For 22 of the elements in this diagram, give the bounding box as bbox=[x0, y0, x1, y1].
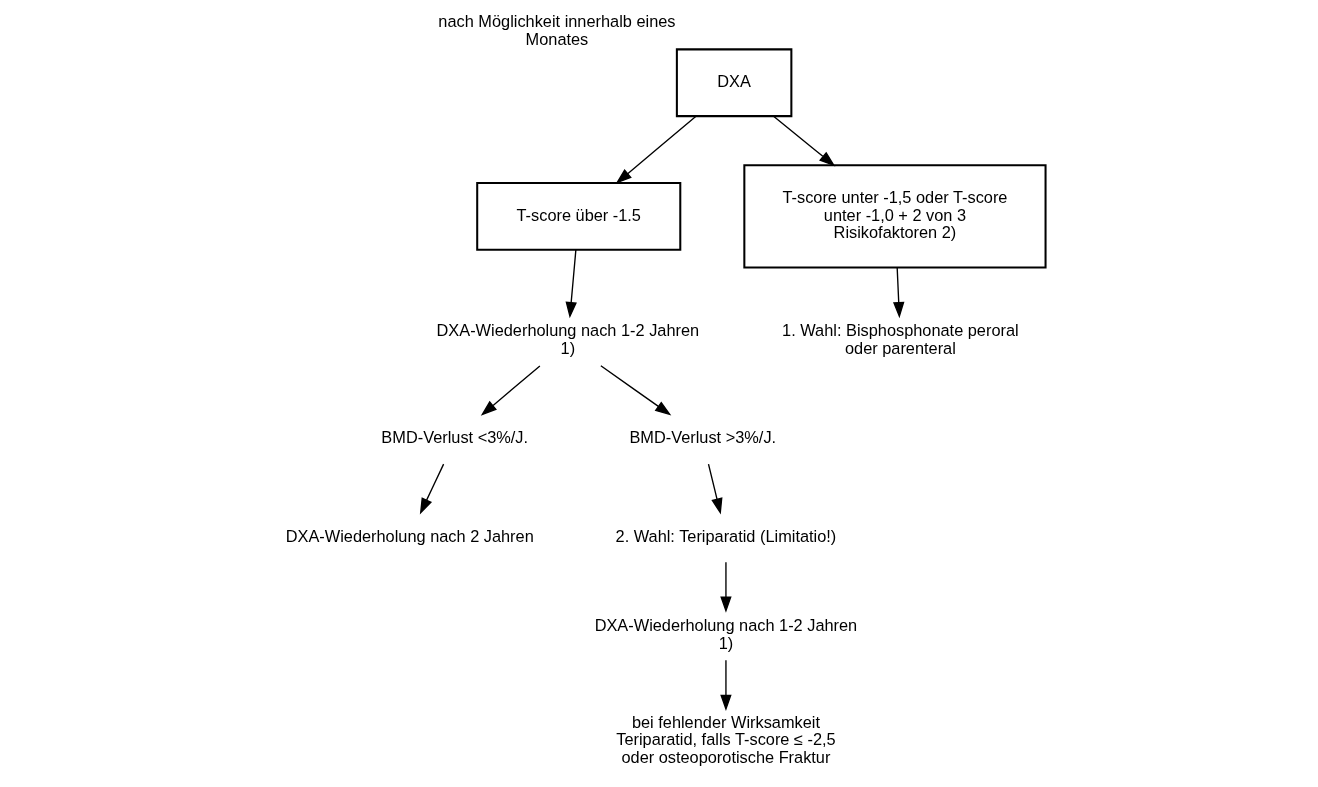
node-text: BMD-Verlust >3%/J. bbox=[628, 428, 776, 447]
arrow bbox=[615, 115, 696, 184]
arrow bbox=[480, 365, 541, 416]
node-text: BMD-Verlust <3%/J. bbox=[380, 428, 528, 447]
node-box: T-score unter -1,5 oder T-score unter -1,0 + 2 von 3 Risikofaktoren 2) bbox=[742, 164, 1047, 269]
node-text: DXA-Wiederholung nach 1-2 Jahren 1) bbox=[436, 321, 699, 358]
arrow bbox=[719, 659, 732, 712]
node-text: DXA-Wiederholung nach 1-2 Jahren 1) bbox=[594, 615, 857, 652]
node-box: DXA bbox=[675, 48, 792, 118]
node-text: 2. Wahl: Teriparatid (Limitatio!) bbox=[615, 526, 836, 545]
arrow bbox=[599, 365, 671, 416]
arrow bbox=[565, 249, 577, 319]
arrow bbox=[719, 561, 732, 613]
node-text: 1. Wahl: Bisphosphonate peroral oder parenteral bbox=[781, 321, 1019, 358]
node-box: T-score über -1.5 bbox=[475, 181, 681, 251]
arrow bbox=[419, 463, 444, 515]
arrow bbox=[772, 115, 835, 167]
arrow bbox=[892, 266, 904, 319]
node-text: DXA-Wiederholung nach 2 Jahren bbox=[285, 526, 534, 545]
node-text: bei fehlender Wirksamkeit Teriparatid, falls T-score ≤ -2,5 oder osteoporotische Fraktur bbox=[615, 712, 836, 766]
arrow bbox=[707, 463, 722, 515]
node-label: nach Möglichkeit innerhalb eines Monates bbox=[437, 12, 676, 48]
